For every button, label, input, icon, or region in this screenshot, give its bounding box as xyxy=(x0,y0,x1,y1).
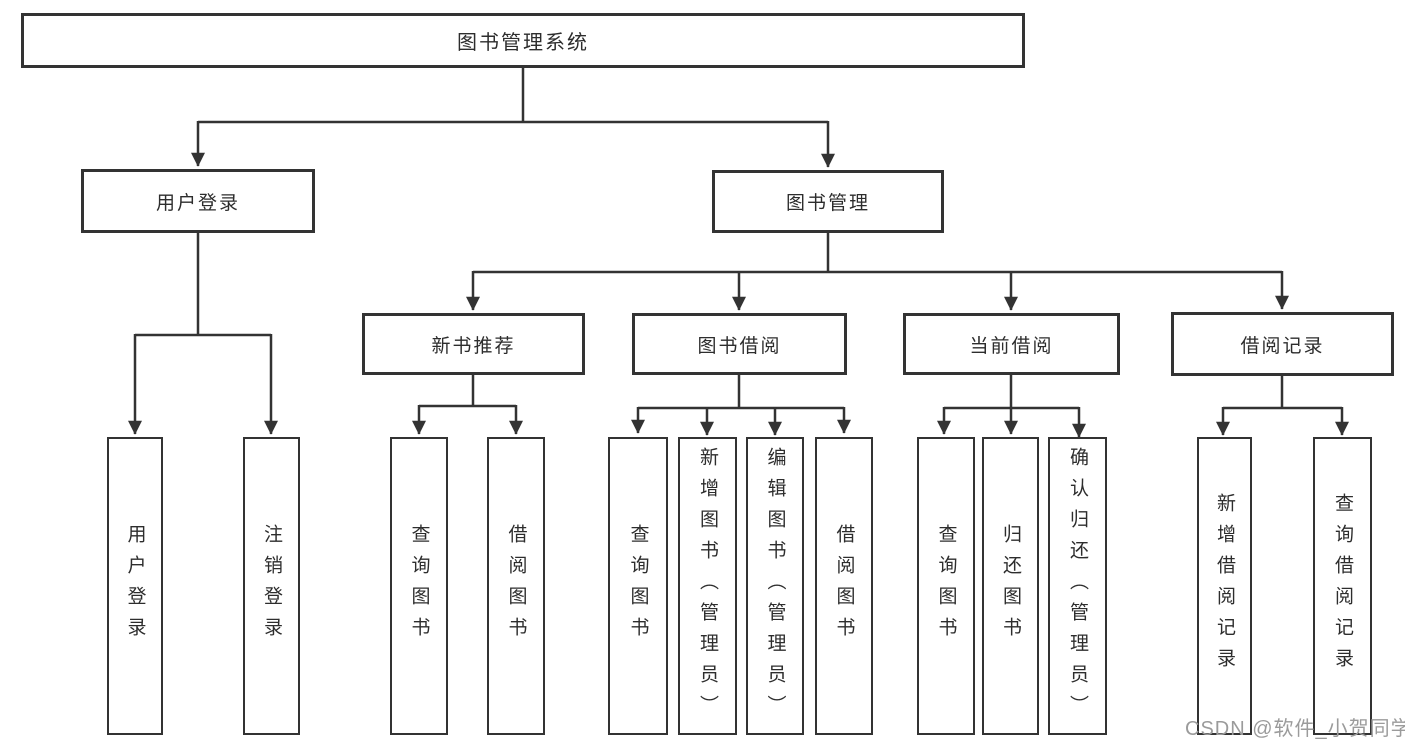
node-book-management: 图书管理 xyxy=(712,170,944,233)
node-label: 用户登录 xyxy=(124,524,146,648)
node-leaf-borrow-books: 借阅图书 xyxy=(487,437,545,735)
node-label: 编辑图书（管理员） xyxy=(764,446,786,726)
node-leaf-add-books-admin: 新增图书（管理员） xyxy=(678,437,737,735)
node-new-book-recommend: 新书推荐 xyxy=(362,313,585,375)
node-label: 查询图书 xyxy=(935,524,957,648)
node-leaf-query-borrow-record: 查询借阅记录 xyxy=(1313,437,1372,735)
node-leaf-borrow-books: 借阅图书 xyxy=(815,437,873,735)
node-label: 查询图书 xyxy=(408,524,430,648)
node-leaf-confirm-return-admin: 确认归还（管理员） xyxy=(1048,437,1107,735)
node-leaf-query-books: 查询图书 xyxy=(390,437,448,735)
node-label: 新增借阅记录 xyxy=(1214,493,1235,679)
node-leaf-user-login: 用户登录 xyxy=(107,437,163,735)
node-leaf-add-borrow-record: 新增借阅记录 xyxy=(1197,437,1252,735)
node-label: 确认归还（管理员） xyxy=(1067,446,1088,726)
node-library-management-system: 图书管理系统 xyxy=(21,13,1025,68)
node-user-login: 用户登录 xyxy=(81,169,315,233)
node-label: 借阅图书 xyxy=(505,524,527,648)
node-label: 新增图书（管理员） xyxy=(697,446,718,726)
node-leaf-return-books: 归还图书 xyxy=(982,437,1039,735)
node-leaf-edit-books-admin: 编辑图书（管理员） xyxy=(746,437,804,735)
node-label: 查询借阅记录 xyxy=(1332,493,1353,679)
node-label: 查询图书 xyxy=(627,524,649,648)
node-leaf-query-books: 查询图书 xyxy=(608,437,668,735)
node-leaf-query-books: 查询图书 xyxy=(917,437,975,735)
node-label: 归还图书 xyxy=(1000,524,1021,648)
node-label: 注销登录 xyxy=(261,524,282,648)
node-leaf-logout: 注销登录 xyxy=(243,437,300,735)
node-current-borrow: 当前借阅 xyxy=(903,313,1120,375)
node-book-borrow: 图书借阅 xyxy=(632,313,847,375)
node-label: 借阅图书 xyxy=(833,524,855,648)
csdn-watermark: CSDN @软件_小贺同学 xyxy=(1185,718,1405,740)
node-borrow-records: 借阅记录 xyxy=(1171,312,1394,376)
